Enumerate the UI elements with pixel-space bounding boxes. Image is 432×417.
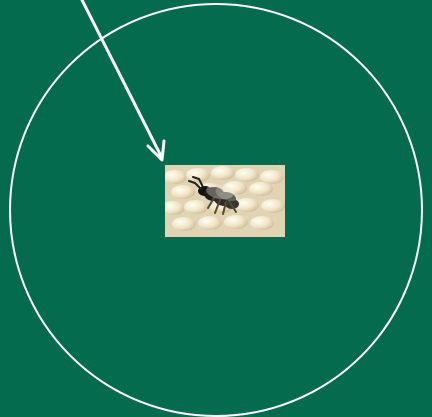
wasp-on-eggs-photo — [165, 165, 285, 237]
pointer-arrow-line — [82, 0, 162, 158]
